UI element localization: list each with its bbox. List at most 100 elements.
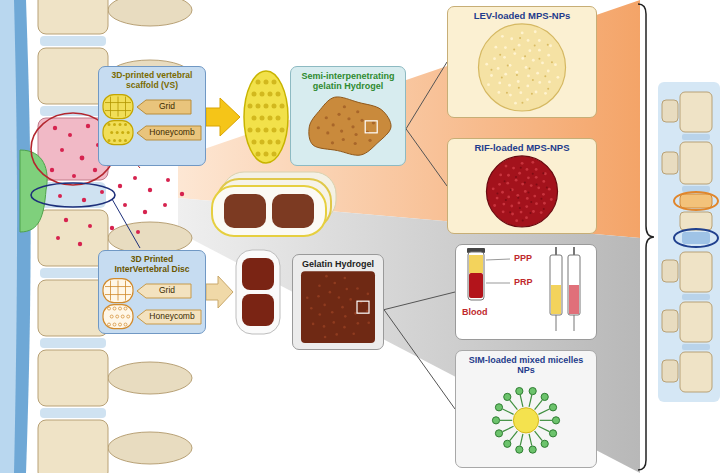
box-illustration: [556, 315, 557, 331]
hydrogel-box: Gelatin Hydrogel: [292, 254, 384, 350]
box-illustration: [524, 181, 526, 183]
box-illustration: [540, 198, 542, 200]
box-title: 3D Printed InterVertebral Disc: [99, 251, 205, 275]
box-illustration: [504, 180, 506, 182]
box-illustration: [573, 247, 575, 255]
hydrogel-box: Semi-interpenetrating gelatin Hydrogel: [290, 66, 406, 166]
box-illustration: [511, 213, 514, 216]
scaffold-picture: [264, 80, 269, 85]
box-illustration: [513, 52, 516, 55]
box-illustration: [503, 56, 506, 59]
box-illustration: [498, 82, 501, 85]
spine-illustration: [682, 344, 710, 350]
scaffold-picture: [272, 80, 277, 85]
box-illustration: [357, 322, 360, 325]
box-illustration: [318, 313, 321, 316]
box-illustration: [331, 311, 334, 314]
box-illustration: [515, 176, 517, 178]
box-illustration: [345, 288, 348, 291]
box-illustration: [532, 79, 534, 81]
box-illustration: [520, 167, 522, 169]
box-illustration: [499, 54, 501, 56]
box-illustration: [518, 202, 521, 205]
box-illustration: [118, 281, 119, 301]
scaffold-picture: [260, 116, 265, 121]
box-illustration: [343, 277, 346, 280]
box-illustration: [490, 74, 493, 77]
infection-dots: [166, 178, 170, 182]
box-illustration: [325, 275, 328, 278]
box-illustration: [338, 296, 341, 299]
disc-picture: [242, 258, 274, 290]
box-illustration: [448, 7, 596, 117]
box-illustration: [125, 281, 126, 301]
spine-illustration: [662, 100, 678, 122]
spine-illustration: [38, 420, 108, 473]
box-illustration: [105, 110, 131, 111]
micelle-box: SIM-loaded mixed micelles NPs: [455, 350, 597, 468]
spine-illustration: [674, 229, 718, 247]
scaffold-picture: [276, 116, 281, 121]
box-illustration: [551, 61, 553, 63]
box-illustration: [108, 139, 111, 142]
box-illustration: [309, 97, 391, 155]
box-illustration: [118, 97, 119, 117]
scaffold-picture: [248, 128, 253, 133]
box-illustration: [113, 123, 116, 126]
box-illustration: [557, 76, 560, 79]
box-illustration: [337, 113, 340, 116]
scaffold-picture: [280, 128, 285, 133]
box-illustration: [113, 139, 116, 142]
infection-dots: [82, 198, 86, 202]
spine-illustration: [40, 182, 106, 208]
box-illustration: [354, 312, 357, 315]
box-illustration: [518, 172, 521, 175]
arrow-shape: [137, 126, 201, 140]
box-illustration: [538, 426, 549, 431]
box-illustration: [301, 271, 375, 343]
implant-photo: [212, 172, 336, 236]
scaffold-picture: [272, 104, 277, 109]
box-illustration: [550, 198, 553, 201]
box-illustration: [496, 197, 499, 200]
box-illustration: [538, 58, 540, 60]
box-illustration: [124, 139, 127, 142]
box-illustration: [538, 49, 541, 52]
scaffold-picture: [256, 80, 261, 85]
box-illustration: [514, 102, 517, 105]
box-illustration: [527, 176, 530, 179]
spine-illustration: [680, 252, 712, 292]
connector-line: [406, 62, 447, 129]
box-illustration: [540, 211, 543, 214]
box-illustration: [105, 294, 131, 295]
box-illustration: [518, 87, 520, 89]
box-illustration: [469, 255, 483, 273]
spine-illustration: [112, 199, 140, 248]
spine-illustration: [680, 194, 712, 208]
box-illustration: [293, 255, 383, 349]
arrow-shape: [137, 100, 191, 114]
box-illustration: [531, 93, 533, 95]
bracket: [638, 4, 654, 470]
block-arrow: [206, 276, 233, 308]
box-illustration: [541, 393, 548, 400]
infection-dots: [93, 168, 97, 172]
scaffold-picture: [272, 128, 277, 133]
box-illustration: [360, 301, 363, 304]
box-illustration: [516, 446, 523, 453]
box-illustration: [113, 307, 116, 310]
box-illustration: [486, 259, 510, 260]
box-illustration: [542, 180, 545, 183]
spine-illustration: [680, 352, 712, 392]
box-illustration: [340, 129, 343, 132]
box-illustration: [506, 92, 508, 94]
infection-dots: [123, 203, 127, 207]
box-illustration: [529, 67, 531, 69]
box-illustration: [504, 393, 511, 400]
box-illustration: [536, 183, 538, 185]
box-illustration: [103, 305, 133, 329]
infection-dots: [72, 174, 76, 178]
box-illustration: [538, 81, 541, 84]
spine-illustration: [662, 152, 678, 174]
